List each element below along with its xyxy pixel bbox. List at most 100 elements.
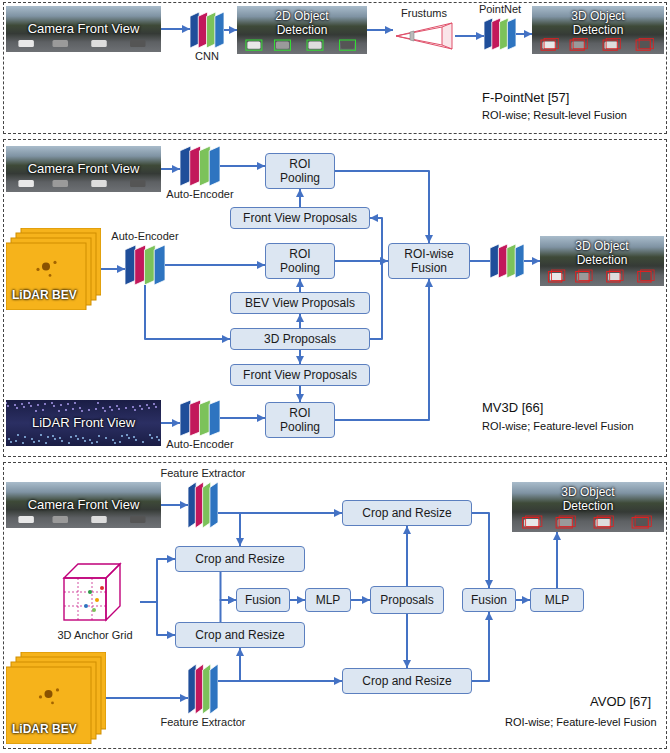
point-cloud-drawing-part: [53, 405, 55, 407]
point-cloud-drawing-part: [104, 410, 106, 412]
point-cloud-drawing-part: [112, 439, 114, 441]
point-cloud-drawing-part: [149, 434, 151, 436]
connector: [299, 350, 301, 364]
connector: [161, 28, 190, 30]
panel-subtitle: ROI-wise; Feature-level Fusion: [482, 420, 634, 432]
point-cloud-drawing-part: [23, 406, 25, 408]
point-cloud-drawing-part: [31, 438, 33, 440]
node-label: Front View Proposals: [243, 211, 357, 225]
cnn-icon-drawing-part: [154, 245, 165, 285]
point-cloud-drawing-part: [156, 436, 158, 438]
photo-drawing-part: [543, 42, 556, 49]
node-label: MLP: [316, 593, 341, 607]
process-box: Fusion: [462, 588, 516, 612]
anchor-grid-drawing-part: [106, 564, 120, 620]
frustum-icon: Frustums: [393, 22, 455, 50]
connector: [220, 417, 265, 419]
point-cloud-drawing-part: [59, 437, 61, 439]
node-label: 3D Object Detection: [562, 239, 642, 267]
photo-drawing-part: [53, 180, 69, 187]
point-cloud-drawing-part: [141, 408, 143, 410]
photo-drawing-part: [91, 516, 107, 523]
point-cloud-drawing-part: [54, 438, 56, 440]
node-label: BEV View Proposals: [245, 296, 355, 310]
connector: [472, 612, 489, 681]
point-cloud-drawing-part: [121, 435, 123, 437]
cnn-icon-drawing-part: [203, 664, 211, 714]
icon-label: Frustums: [401, 7, 447, 20]
cnn-layer: [515, 244, 524, 278]
point-cloud-drawing-part: [133, 436, 135, 438]
point-cloud-drawing-part: [24, 436, 26, 438]
point-cloud-drawing-part: [16, 407, 18, 409]
cnn-icon-drawing-part: [190, 146, 201, 186]
connector: [218, 680, 342, 682]
cnn-icon-drawing: [180, 146, 220, 186]
point-cloud-drawing-part: [14, 404, 16, 406]
node-label: ROI Pooling: [272, 406, 328, 434]
connector: [161, 504, 188, 506]
cnn-icon-drawing-part: [215, 12, 224, 48]
photo-drawing-part: [610, 270, 623, 281]
point-cloud-drawing-part: [28, 402, 30, 404]
cnn-icon: PointNet: [484, 18, 516, 50]
cnn-icon-drawing-part: [500, 18, 509, 50]
photo-drawing-part: [130, 516, 146, 523]
lidar-bev-image: LiDAR BEV: [6, 228, 101, 310]
point-cloud-drawing-part: [33, 441, 35, 443]
anchor-grid-drawing-part: [92, 608, 96, 612]
photo-drawing-part: [341, 42, 354, 49]
connector: [161, 168, 180, 170]
process-box: BEV View Proposals: [230, 292, 370, 314]
point-cloud-drawing-part: [84, 440, 86, 442]
node-label: Proposals: [380, 593, 433, 607]
cnn-icon-drawing-part: [209, 146, 220, 186]
bev-drawing-part: [6, 667, 91, 744]
frustum-drawing-part: [410, 31, 414, 41]
photo-drawing-part: [641, 270, 654, 281]
process-box: Front View Proposals: [230, 207, 370, 229]
connector: [556, 532, 558, 588]
point-cloud-drawing-part: [158, 439, 160, 441]
frustum-drawing-part: [396, 27, 442, 36]
point-cloud-drawing-part: [77, 438, 79, 440]
cnn-icon-drawing-part: [484, 18, 493, 50]
point-cloud-drawing-part: [10, 441, 12, 443]
cnn-icon: Auto-Encoder: [125, 245, 165, 285]
bev-drawing-part: [36, 268, 39, 271]
icon-label: PointNet: [479, 3, 521, 16]
point-cloud-drawing-part: [70, 436, 72, 438]
panel-heading: MV3D [66]: [482, 400, 543, 415]
node-label: 3D Object Detection: [556, 9, 641, 37]
cnn-icon-drawing-part: [207, 12, 216, 48]
cnn-icon-drawing-part: [180, 400, 191, 436]
method-panel: MV3D [66] ROI-wise; Feature-level Fusion C…: [3, 139, 667, 457]
photo-drawing-part: [639, 39, 653, 49]
anchor-grid-drawing-part: [78, 578, 79, 620]
node-label: LiDAR Front View: [32, 416, 135, 430]
process-box: Crop and Resize: [175, 622, 305, 648]
cnn-icon: [490, 244, 524, 278]
anchor-grid-drawing: [50, 562, 140, 626]
point-cloud-drawing-part: [68, 442, 70, 444]
photo-drawing-part: [638, 42, 651, 49]
lidar-bev-image: LiDAR BEV: [6, 652, 106, 744]
point-cloud-drawing-part: [116, 405, 118, 407]
process-box: ROI Pooling: [265, 153, 335, 189]
connector: [221, 572, 237, 600]
cnn-layer: [507, 244, 516, 278]
connector: [161, 422, 180, 424]
cnn-layer: [490, 244, 499, 278]
point-cloud-drawing-part: [102, 407, 104, 409]
node-label: Camera Front View: [28, 162, 140, 176]
point-cloud-drawing-part: [146, 404, 148, 406]
process-box: Crop and Resize: [342, 500, 472, 526]
cnn-icon-drawing-part: [210, 664, 218, 714]
photo-drawing-part: [91, 40, 107, 47]
frustum-drawing-part: [396, 36, 442, 45]
photo-drawing-part: [596, 519, 611, 527]
connector: [455, 35, 484, 37]
point-cloud-drawing-part: [67, 403, 69, 405]
connector: [299, 314, 301, 328]
photo-drawing-part: [573, 39, 587, 49]
